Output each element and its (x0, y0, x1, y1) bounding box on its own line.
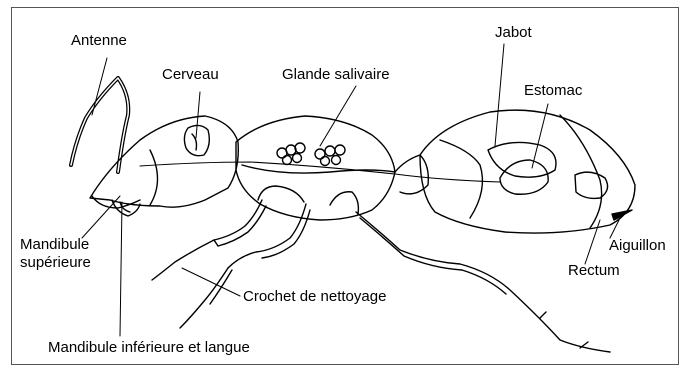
leader-cerveau (196, 92, 200, 138)
label-glande-salivaire: Glande salivaire (282, 66, 390, 83)
label-cerveau: Cerveau (162, 66, 219, 83)
leader-estomac (532, 104, 548, 168)
antenna-drawing (71, 78, 128, 172)
label-antenne: Antenne (71, 32, 127, 49)
label-crochet-de-nettoyage: Crochet de nettoyage (243, 288, 386, 305)
label-estomac: Estomac (524, 82, 582, 99)
label-jabot: Jabot (495, 24, 532, 41)
leader-antenne (92, 58, 107, 115)
leader-jabot (495, 44, 504, 146)
salivary-gland-drawing (277, 143, 345, 166)
label-mandibule-superieure-line1: Mandibule (20, 236, 89, 253)
legs-drawing (152, 200, 610, 352)
leader-mandibule-superieure (82, 196, 120, 238)
label-mandibule-inferieure-et-langue: Mandibule inférieure et langue (48, 339, 250, 356)
leader-mandibule-inferieure (120, 202, 122, 336)
label-rectum: Rectum (568, 262, 620, 279)
label-mandibule-superieure-line2: supérieure (20, 254, 91, 271)
head-drawing (90, 116, 238, 216)
label-aiguillon: Aiguillon (609, 237, 666, 254)
leader-rectum (585, 220, 600, 264)
leader-glande-salivaire (320, 86, 356, 146)
